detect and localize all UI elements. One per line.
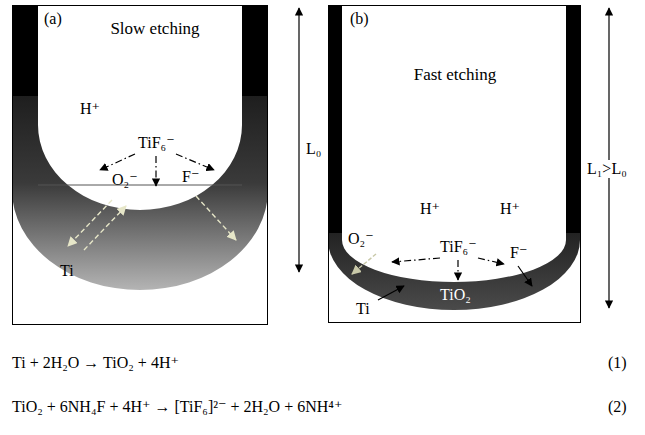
ion-label: H⁺	[80, 100, 100, 118]
pointer-arrow	[518, 266, 532, 286]
process-note: Slow etching	[105, 20, 205, 39]
process-note: Fast etching	[405, 66, 505, 85]
ion-label: F⁻	[510, 244, 527, 262]
ion-label: H⁺	[420, 200, 440, 218]
length-arrow	[608, 8, 609, 308]
dimension-label: L₁>L₀	[586, 160, 628, 178]
metal-label: Ti	[356, 300, 370, 318]
panel-frame	[329, 6, 581, 323]
oxide-layer	[12, 95, 268, 290]
ion-migration-arrow	[352, 254, 376, 274]
diffusion-arrows	[392, 258, 504, 280]
equation: TiO₂ + 6NH₄F + 4H⁺ → [TiF₆]²⁻ + 2H₂O + 6…	[12, 398, 342, 416]
interface-line	[38, 185, 242, 186]
panel-letter: (b)	[350, 10, 369, 28]
length-arrow	[298, 8, 299, 272]
ion-label: H⁺	[500, 200, 520, 218]
equation-number: (2)	[608, 398, 627, 416]
ion-label: O₂⁻	[112, 171, 138, 189]
panel-a	[12, 5, 268, 325]
dimension-label: L₀	[305, 140, 322, 158]
ion-label: TiF₆⁻	[440, 238, 477, 256]
tube-wall	[328, 5, 342, 233]
ion-label: F⁻	[182, 168, 199, 186]
panel-letter: (a)	[44, 10, 62, 28]
tube-wall	[242, 5, 268, 96]
metal-label: Ti	[60, 262, 74, 280]
ion-migration-arrows	[68, 196, 236, 250]
panel-frame	[13, 6, 268, 325]
oxide-label: TiO₂	[440, 286, 471, 304]
tube-wall	[12, 5, 38, 96]
ion-label: TiF₆⁻	[138, 134, 175, 152]
pointer-arrow	[378, 286, 404, 300]
tube-wall	[566, 5, 580, 233]
equation: Ti + 2H₂O → TiO₂ + 4H⁺	[12, 354, 179, 372]
ion-label: O₂⁻	[348, 230, 374, 248]
panel-b	[328, 5, 581, 323]
equation-number: (1)	[608, 354, 627, 372]
